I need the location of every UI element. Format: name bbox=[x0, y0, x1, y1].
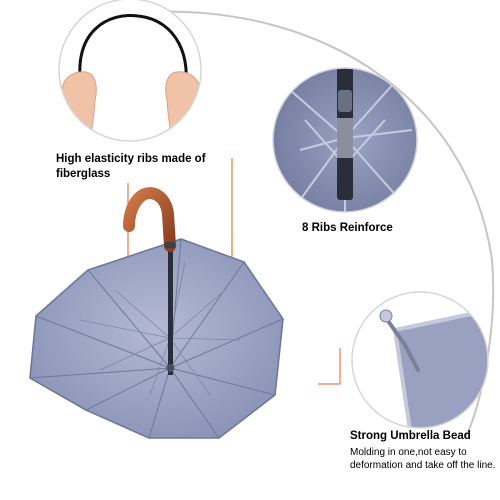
umbrella-runner bbox=[166, 364, 175, 372]
detail-ribs-reinforce bbox=[272, 67, 418, 213]
reinforce-spring bbox=[337, 118, 353, 158]
umbrella-ribs bbox=[29, 238, 284, 439]
handle-collar bbox=[164, 242, 176, 248]
umbrella-handle bbox=[123, 187, 176, 252]
ribs-reinforce-label: 8 Ribs Reinforce bbox=[302, 222, 393, 234]
callout-line-bead bbox=[318, 348, 341, 385]
umbrella-canopy bbox=[29, 238, 284, 439]
umbrella-stretchers bbox=[79, 261, 241, 396]
bead-title-label: Strong Umbrella Bead bbox=[350, 430, 471, 442]
right-hand bbox=[165, 71, 201, 141]
fiberglass-rib bbox=[78, 13, 188, 93]
umbrella-shaft bbox=[168, 225, 173, 375]
umbrella-main bbox=[29, 187, 284, 439]
bead-ball bbox=[379, 309, 393, 323]
detail-umbrella-bead bbox=[351, 291, 489, 429]
bead-description-label: Molding in one,not easy to deformation a… bbox=[350, 447, 496, 471]
bead-rib-tip bbox=[384, 316, 420, 372]
detail-fiberglass-ribs bbox=[58, 0, 202, 142]
left-hand bbox=[59, 71, 97, 141]
bead-canopy-edge bbox=[392, 307, 488, 428]
ribs-elasticity-label: High elasticity ribs made of fiberglass bbox=[56, 153, 206, 180]
